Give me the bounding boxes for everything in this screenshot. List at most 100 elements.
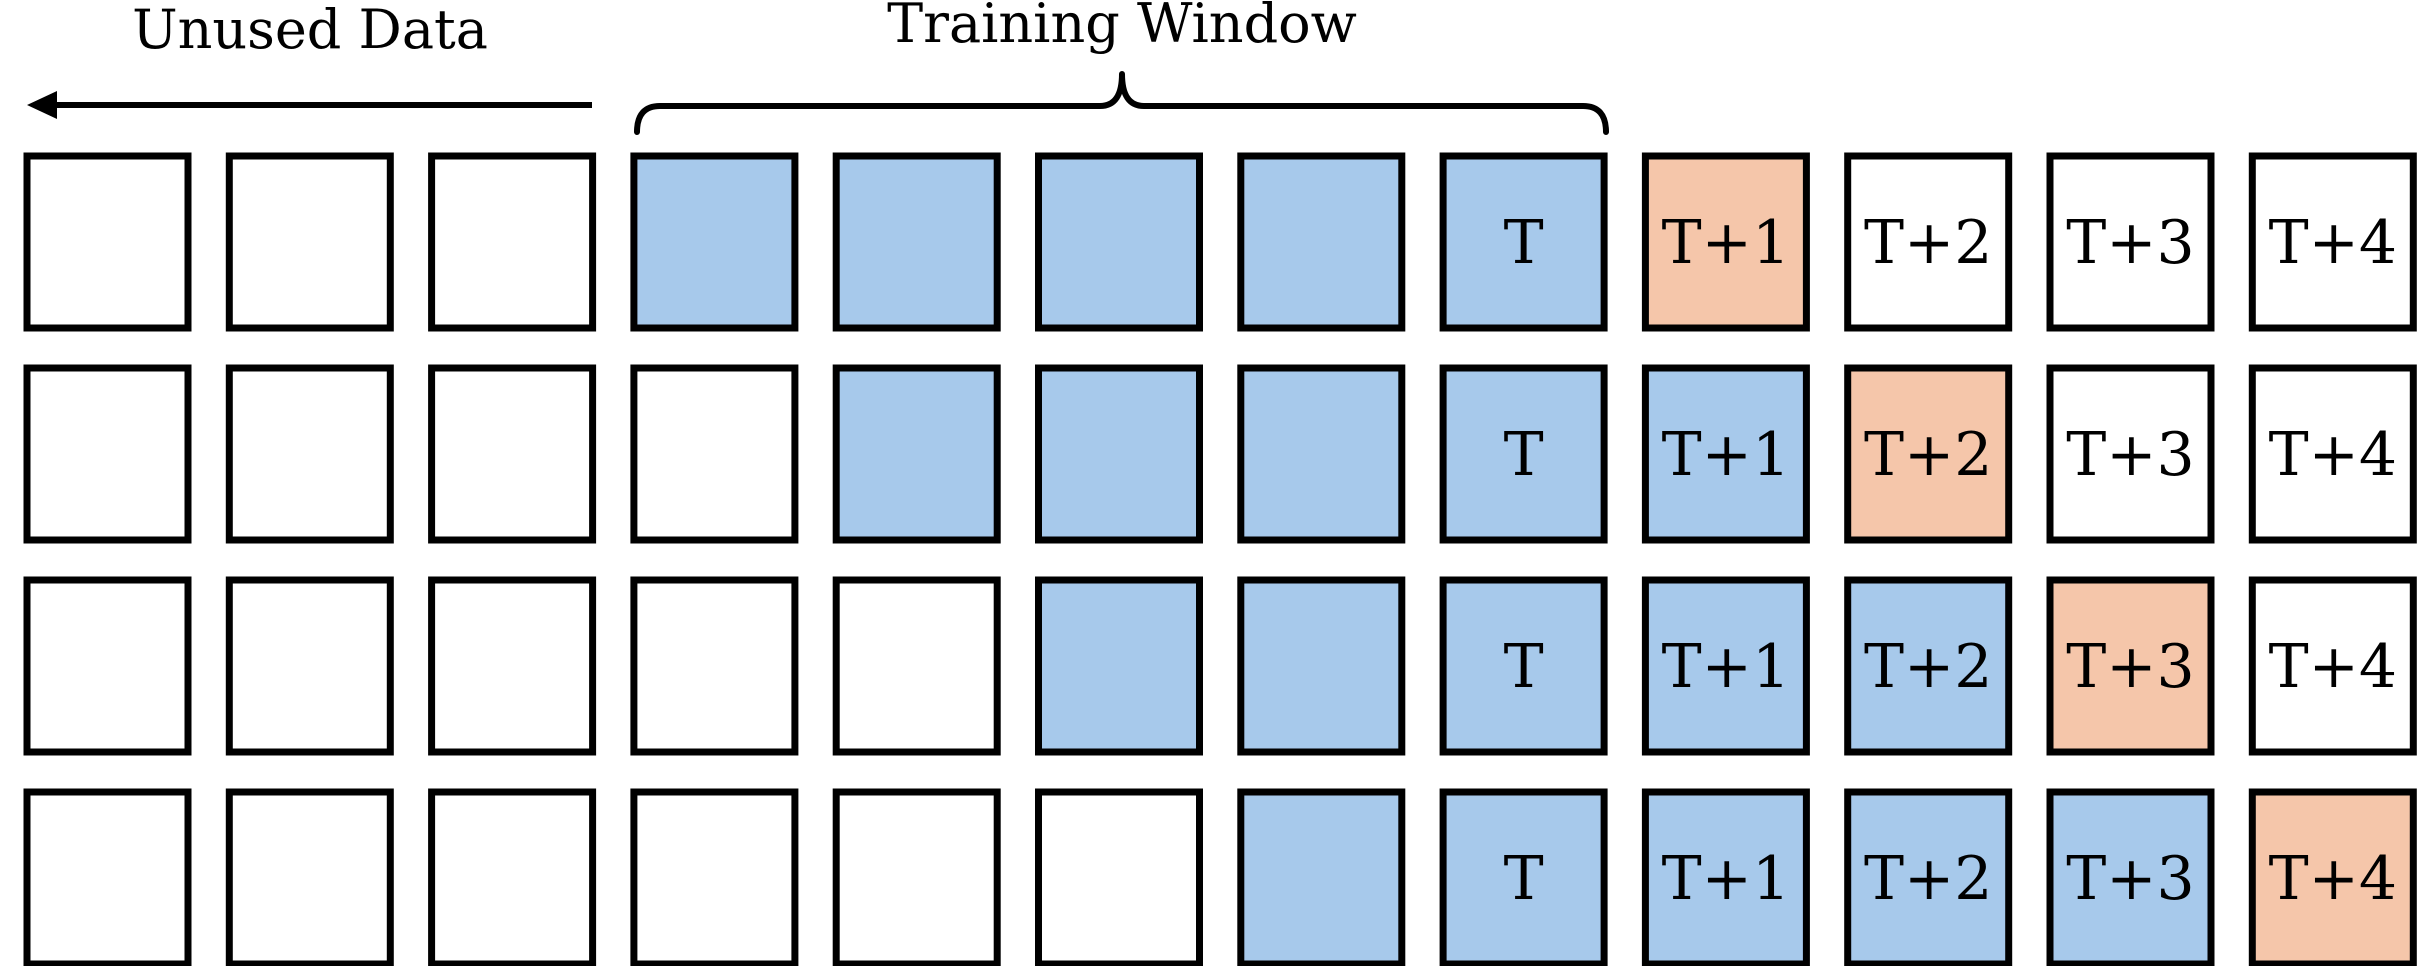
unused-cell	[225, 364, 394, 544]
unused-cell: T+3	[2046, 152, 2215, 332]
training-cell	[1237, 576, 1406, 756]
cell-box	[1237, 364, 1406, 544]
training-cell	[1035, 576, 1203, 756]
cell-label: T+2	[1864, 844, 1992, 914]
cell-box	[428, 152, 597, 332]
cell-box	[1035, 576, 1203, 756]
cell-box	[428, 788, 597, 966]
cell-label: T+1	[1662, 420, 1790, 490]
cell-label: T+1	[1662, 208, 1790, 278]
cell-label: T+4	[2269, 208, 2397, 278]
cell-box	[1844, 364, 2013, 544]
training-cell: T	[1439, 152, 1608, 332]
cell-box	[832, 788, 1001, 966]
unused-cell	[832, 576, 1001, 756]
cell-box	[1439, 364, 1608, 544]
cell-box	[23, 152, 192, 332]
training-cell	[1237, 364, 1406, 544]
cell-box	[2046, 364, 2215, 544]
cell-box	[832, 576, 1001, 756]
training-cell	[1237, 152, 1406, 332]
training-cell: T+2	[1844, 788, 2013, 966]
cell-box	[630, 152, 799, 332]
unused-data-heading: Unused Data	[132, 0, 488, 61]
cell-label: T	[1504, 844, 1544, 914]
cell-box	[1439, 788, 1608, 966]
training-cell: T+1	[1641, 364, 1810, 544]
cell-box	[23, 788, 192, 966]
unused-cell	[630, 576, 799, 756]
training-cell	[832, 152, 1001, 332]
unused-cell	[428, 364, 597, 544]
cell-box	[2046, 576, 2215, 756]
unused-cell: T+3	[2046, 364, 2215, 544]
cell-box	[1035, 364, 1203, 544]
cell-box	[23, 576, 192, 756]
cell-box	[1641, 152, 1810, 332]
target-cell: T+3	[2046, 576, 2215, 756]
unused-cell	[428, 576, 597, 756]
training-window-heading: Training Window	[887, 0, 1357, 55]
cell-box	[1237, 576, 1406, 756]
unused-cell	[428, 152, 597, 332]
cell-box	[2248, 152, 2417, 332]
cell-box	[630, 364, 799, 544]
cell-box	[1641, 364, 1810, 544]
unused-cell	[23, 152, 192, 332]
cell-label: T+4	[2269, 420, 2397, 490]
unused-cell	[225, 576, 394, 756]
cell-label: T+4	[2269, 632, 2397, 702]
cell-label: T	[1504, 208, 1544, 278]
unused-cell	[23, 788, 192, 966]
training-cell: T+1	[1641, 788, 1810, 966]
cell-label: T	[1504, 420, 1544, 490]
cell-box	[1035, 788, 1203, 966]
cell-box	[1844, 576, 2013, 756]
cell-box	[2046, 788, 2215, 966]
unused-cell: T+2	[1844, 152, 2013, 332]
window-row: T T+1 T+2 T+3 T+4	[23, 788, 2417, 966]
cell-label: T+3	[2066, 208, 2194, 278]
cell-box	[225, 576, 394, 756]
target-cell: T+4	[2248, 788, 2417, 966]
cell-label: T+2	[1864, 632, 1992, 702]
unused-cell: T+4	[2248, 364, 2417, 544]
cell-box	[1237, 788, 1406, 966]
unused-cell	[23, 364, 192, 544]
training-cell: T	[1439, 364, 1608, 544]
cell-label: T+2	[1864, 420, 1992, 490]
cell-box	[23, 364, 192, 544]
cell-box	[428, 364, 597, 544]
cell-box	[1641, 788, 1810, 966]
cell-label: T+3	[2066, 632, 2194, 702]
cell-box	[2248, 364, 2417, 544]
cell-box	[225, 788, 394, 966]
training-window-brace	[634, 71, 1609, 135]
cell-label: T	[1504, 632, 1544, 702]
unused-cell: T+4	[2248, 152, 2417, 332]
cell-box	[1844, 152, 2013, 332]
cell-box	[2046, 152, 2215, 332]
training-cell: T	[1439, 576, 1608, 756]
cell-box	[2248, 576, 2417, 756]
training-cell: T+2	[1844, 576, 2013, 756]
cell-box	[630, 788, 799, 966]
unused-cell	[832, 788, 1001, 966]
training-cell: T+3	[2046, 788, 2215, 966]
left-arrow-icon	[27, 91, 592, 119]
cell-box	[832, 364, 1001, 544]
unused-cell	[630, 788, 799, 966]
cell-label: T+1	[1662, 632, 1790, 702]
cell-box	[832, 152, 1001, 332]
training-cell	[832, 364, 1001, 544]
unused-cell	[23, 576, 192, 756]
cell-box	[1439, 152, 1608, 332]
unused-cell: T+4	[2248, 576, 2417, 756]
unused-cell	[630, 364, 799, 544]
unused-cell	[225, 788, 394, 966]
training-cell: T	[1439, 788, 1608, 966]
target-cell: T+1	[1641, 152, 1810, 332]
cell-box	[225, 152, 394, 332]
target-cell: T+2	[1844, 364, 2013, 544]
cell-label: T+3	[2066, 844, 2194, 914]
